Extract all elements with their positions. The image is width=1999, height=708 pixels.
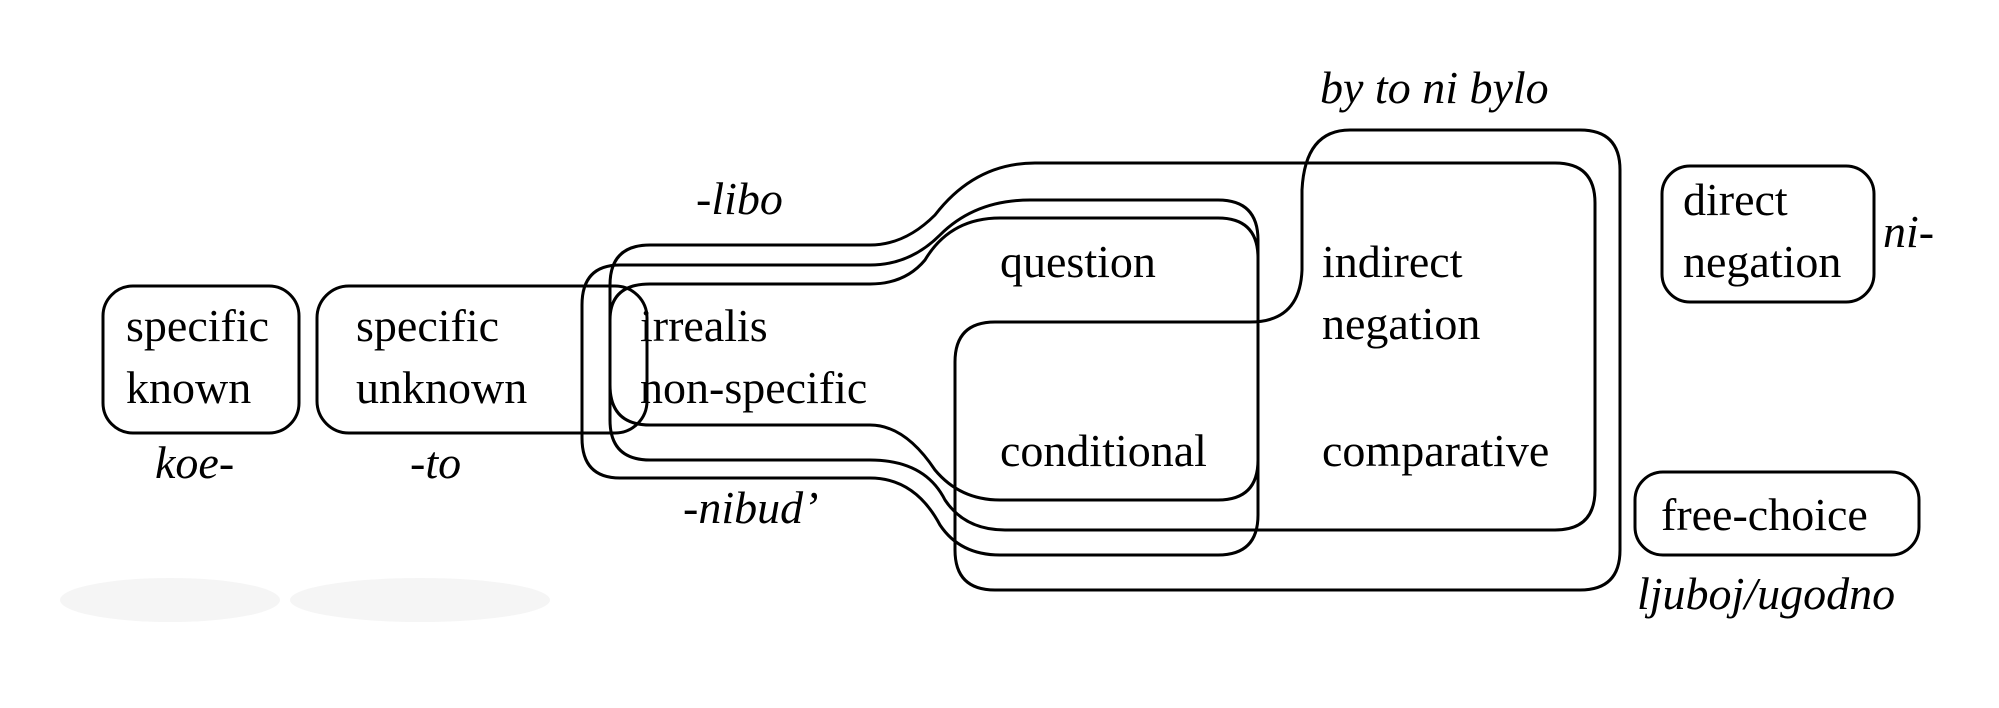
function-comparative: comparative <box>1322 425 1549 476</box>
function-specific-unknown-line2: unknown <box>356 362 527 413</box>
box-libo <box>608 161 1597 532</box>
box-nibud <box>580 198 1260 557</box>
box-direct-negation <box>1660 164 1876 304</box>
function-irrealis-line1: irrealis <box>640 300 768 351</box>
function-question: question <box>1000 236 1156 287</box>
background-smudge <box>60 578 280 622</box>
function-specific-unknown-line1: specific <box>356 300 499 351</box>
marker-nibud: -nibud’ <box>683 482 818 533</box>
function-indirect-negation-line2: negation <box>1322 298 1480 349</box>
box-to-specific-unknown <box>315 284 649 435</box>
function-direct-negation-line2: negation <box>1683 236 1841 287</box>
marker-by-to-ni-bylo: by to ni bylo <box>1320 62 1549 113</box>
marker-to: -to <box>410 437 461 488</box>
function-conditional: conditional <box>1000 425 1207 476</box>
marker-ni: ni- <box>1883 206 1934 257</box>
marker-libo: -libo <box>696 173 783 224</box>
function-specific-known-line1: specific <box>126 300 269 351</box>
box-specific-known <box>101 284 301 435</box>
function-direct-negation-line1: direct <box>1683 174 1788 225</box>
box-by-to-ni-bylo <box>953 128 1622 592</box>
box-question-conditional <box>608 216 1260 502</box>
background-smudge <box>290 578 550 622</box>
marker-koe: koe- <box>155 437 234 488</box>
function-indirect-negation-line1: indirect <box>1322 236 1463 287</box>
function-specific-known-line2: known <box>126 362 251 413</box>
function-irrealis-line2: non-specific <box>640 362 867 413</box>
box-free-choice <box>1633 470 1921 557</box>
marker-ljuboj-ugodno: ljuboj/ugodno <box>1637 568 1895 619</box>
function-free-choice: free-choice <box>1661 489 1868 540</box>
